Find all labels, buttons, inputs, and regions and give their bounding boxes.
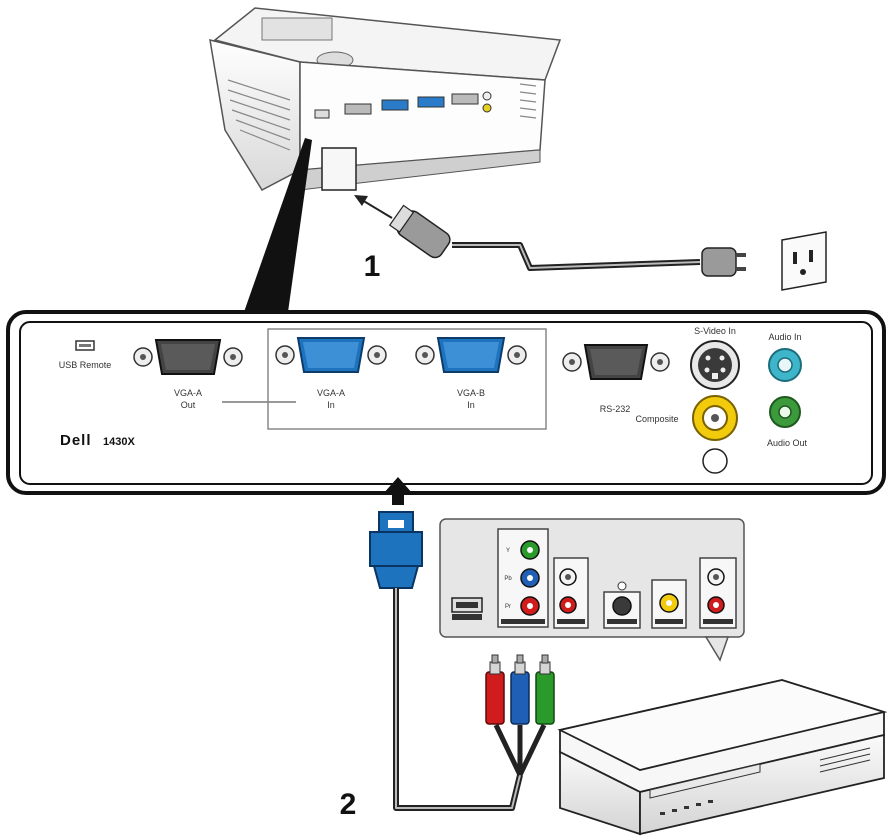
svideo-label: S-Video In [694,326,736,336]
svg-text:Y: Y [506,548,510,554]
projector [209,7,562,191]
usb-remote-label: USB Remote [59,360,112,370]
vga-b-in-port [415,337,527,373]
rca-green-plug [535,654,555,725]
source-audio-ports-2 [699,557,737,629]
zoom-wedge [244,138,312,312]
rca-red-plug [485,654,505,725]
vga-a-out-label-line1: VGA-A [174,388,202,398]
callout-2: 2 [340,788,357,821]
rear-panel: USB Remote VGA-A Out VGA-A In [6,310,886,495]
audio-out-port [769,396,801,428]
vga-b-in-label-line2: In [467,400,475,410]
vga-a-in-port [275,337,387,373]
rs232-port [562,344,670,380]
model-label: 1430X [103,436,135,448]
power-cable [354,195,827,291]
vga-a-in-label-line2: In [327,400,335,410]
up-arrow [383,477,413,505]
vga-a-out-port [133,339,243,375]
svg-text:Pb: Pb [504,576,512,582]
source-component-ports: Y Pb Pr [497,528,549,628]
vga-a-out-label-line2: Out [181,400,196,410]
vga-b-in-label-line1: VGA-B [457,388,485,398]
vga-a-in-label-line1: VGA-A [317,388,345,398]
usb-remote-port [75,340,95,351]
brand-label: Dell [60,432,92,449]
composite-label: Composite [635,414,678,424]
component-to-vga-cable [369,477,555,811]
svg-text:Pr: Pr [505,604,511,610]
source-video-port [651,579,687,629]
audio-in-port [768,348,802,382]
callout-1: 1 [364,250,381,283]
composite-port [692,395,738,441]
audio-in-label: Audio In [768,332,801,342]
composite-ring [702,448,728,474]
rs232-label: RS-232 [600,404,631,414]
source-hdmi-port [451,597,483,620]
audio-out-label: Audio Out [767,438,808,448]
source-audio-ports-1 [553,557,589,629]
svideo-port [690,340,740,390]
rca-blue-plug [510,654,530,725]
vga-input-highlight [267,328,547,430]
source-device [557,679,888,836]
source-svideo-port [603,581,641,629]
source-device-panel: Y Pb Pr [439,518,745,662]
